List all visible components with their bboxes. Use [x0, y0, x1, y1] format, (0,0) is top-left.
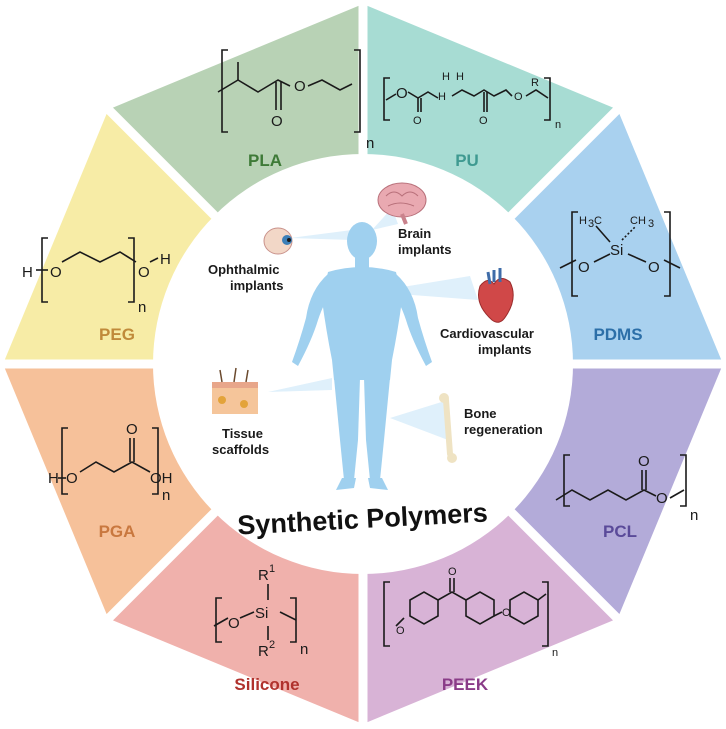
brain-icon: [377, 182, 427, 225]
svg-text:H: H: [442, 71, 450, 83]
svg-text:O: O: [648, 259, 660, 276]
svg-text:n: n: [366, 135, 374, 152]
svg-text:n: n: [552, 647, 558, 659]
svg-text:R: R: [531, 77, 539, 89]
svg-text:O: O: [396, 625, 405, 637]
svg-text:2: 2: [269, 639, 275, 651]
silicone-structure: O Si R 1 R 2 n: [213, 563, 308, 660]
svg-text:H: H: [160, 251, 171, 268]
svg-text:O: O: [396, 85, 408, 102]
svg-text:O: O: [294, 78, 306, 95]
segment-label-silicone: Silicone: [234, 675, 299, 694]
heart-icon: [478, 268, 514, 323]
svg-text:O: O: [66, 470, 78, 487]
svg-text:O: O: [502, 607, 511, 619]
segment-label-pdms: PDMS: [593, 325, 642, 344]
svg-text:O: O: [50, 264, 62, 281]
light-beam: [390, 400, 448, 440]
segment-label-pcl: PCL: [603, 522, 637, 541]
svg-text:H: H: [22, 264, 33, 281]
svg-text:O: O: [228, 615, 240, 632]
svg-text:Si: Si: [610, 242, 623, 259]
svg-text:R: R: [258, 643, 269, 660]
light-beam: [290, 230, 352, 240]
segment-label-peek: PEEK: [442, 675, 489, 694]
svg-text:H: H: [579, 215, 587, 227]
svg-text:O: O: [479, 115, 488, 127]
pcl-structure: O O n: [555, 453, 698, 524]
svg-text:3: 3: [648, 218, 654, 230]
svg-text:O: O: [448, 566, 457, 578]
svg-text:1: 1: [269, 563, 275, 575]
svg-text:n: n: [300, 641, 308, 658]
human-body-illustration: [268, 208, 478, 490]
svg-text:O: O: [638, 453, 650, 470]
peg-structure: H O O H n: [22, 237, 171, 316]
svg-text:3: 3: [588, 218, 594, 230]
skin-tissue-icon: [212, 367, 258, 414]
segment-label-pla: PLA: [248, 151, 282, 170]
svg-text:n: n: [555, 119, 561, 131]
pdms-structure: O Si O H 3 C CH 3: [559, 211, 681, 297]
svg-text:O: O: [138, 264, 150, 281]
svg-text:OH: OH: [150, 470, 173, 487]
peek-structure: O O O n: [383, 566, 558, 659]
bone-icon: [439, 393, 457, 463]
svg-text:O: O: [126, 421, 138, 438]
eye-icon: [263, 227, 293, 255]
svg-text:O: O: [514, 91, 523, 103]
svg-text:O: O: [413, 115, 422, 127]
svg-text:H: H: [438, 91, 446, 103]
pga-structure: H O O OH n: [48, 421, 173, 504]
svg-text:O: O: [271, 113, 283, 130]
svg-text:R: R: [258, 567, 269, 584]
svg-text:H: H: [456, 71, 464, 83]
light-beam: [268, 378, 332, 392]
pla-structure: O O n: [217, 49, 374, 152]
svg-text:O: O: [656, 490, 668, 507]
segment-label-peg: PEG: [99, 325, 135, 344]
pu-structure: O O H H H O O R n: [383, 71, 561, 131]
svg-text:C: C: [594, 215, 602, 227]
svg-text:n: n: [138, 299, 146, 316]
svg-text:O: O: [578, 259, 590, 276]
segment-label-pga: PGA: [99, 522, 136, 541]
svg-text:CH: CH: [630, 215, 646, 227]
segment-label-pu: PU: [455, 151, 479, 170]
svg-text:H: H: [48, 470, 59, 487]
svg-text:Si: Si: [255, 605, 268, 622]
svg-text:n: n: [690, 507, 698, 524]
svg-text:n: n: [162, 487, 170, 504]
